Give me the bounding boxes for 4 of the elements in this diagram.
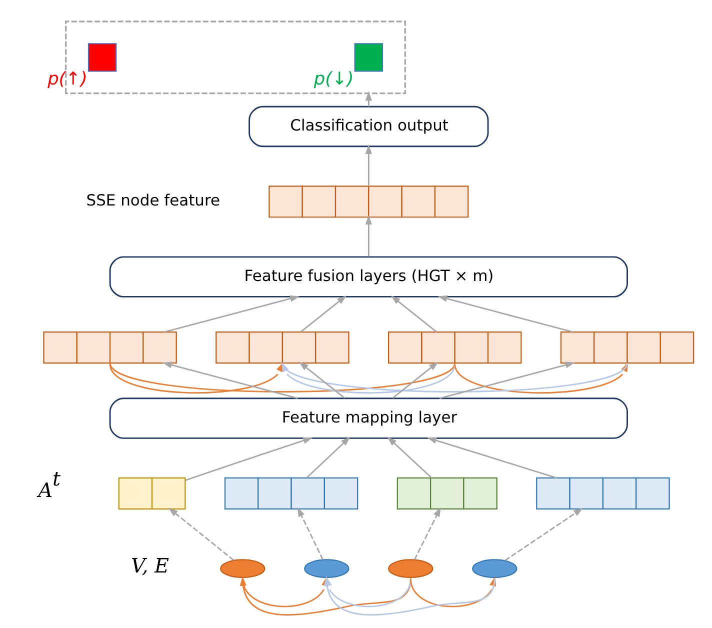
node-label: p(↑)	[47, 69, 87, 90]
node-label: SSE node feature	[86, 192, 220, 210]
label: V, E	[130, 554, 169, 578]
node-label: p(↓)	[313, 69, 354, 90]
